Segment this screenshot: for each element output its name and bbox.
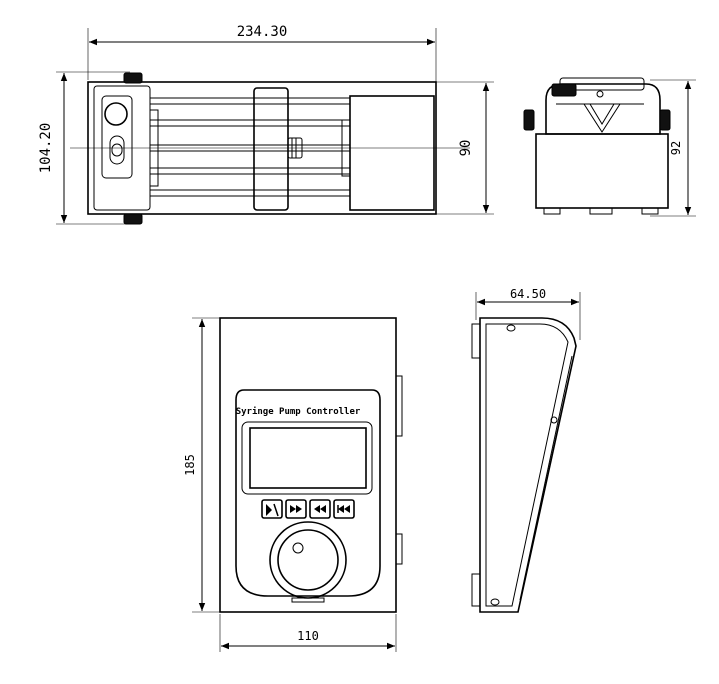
clamp-knob	[104, 102, 128, 126]
rewind-button[interactable]	[309, 499, 331, 519]
fast-forward-button[interactable]	[285, 499, 307, 519]
front-panel	[235, 389, 381, 597]
skip-back-button[interactable]	[333, 499, 355, 519]
dimension-front-height-label: 185	[183, 454, 197, 476]
lcd-display	[249, 427, 367, 489]
panel-label: Syringe Pump Controller	[236, 406, 361, 417]
dimension-length-label: 234.30	[237, 24, 288, 40]
rotary-knob[interactable]	[277, 529, 339, 591]
controller-case	[219, 317, 397, 613]
profile-outline	[479, 317, 577, 613]
profile-view: 64.50	[471, 287, 581, 613]
dimension-side-height-label: 92	[669, 141, 683, 155]
side-view: 92	[523, 77, 696, 217]
thumb-screw-top	[123, 72, 143, 84]
side-screw-top	[551, 83, 577, 97]
top-view: 234.30 104.20 90	[38, 24, 494, 225]
thumb-screw-bottom	[123, 213, 143, 225]
motor-housing	[349, 95, 435, 211]
front-view: 185 110 Syringe Pump Controller	[183, 317, 403, 652]
dimension-front-width-label: 110	[297, 629, 319, 643]
side-knob-right	[659, 109, 671, 131]
start-stop-button[interactable]	[261, 499, 283, 519]
rotary-knob-bezel	[269, 521, 347, 599]
side-knob-left	[523, 109, 535, 131]
pusher-block	[253, 87, 289, 211]
dimension-profile-width-label: 64.50	[510, 287, 546, 301]
dimension-height-left-label: 104.20	[38, 123, 54, 174]
side-base	[535, 133, 669, 209]
